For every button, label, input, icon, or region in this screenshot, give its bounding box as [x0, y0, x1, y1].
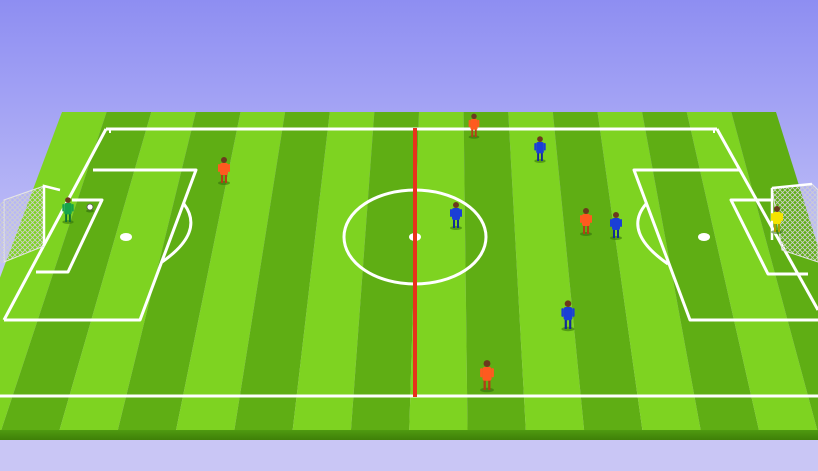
player-leg [541, 152, 543, 161]
player-body [482, 367, 491, 381]
player-arm [62, 204, 64, 212]
player-arm [469, 120, 471, 127]
player-body [452, 208, 460, 220]
pitch-front-edge [0, 430, 818, 440]
player-arm [620, 219, 622, 227]
player-head [613, 212, 619, 218]
bottom-band [0, 438, 818, 471]
player-shadow [480, 388, 494, 393]
player-leg [587, 225, 589, 234]
player-leg [65, 213, 67, 222]
player-body [564, 307, 573, 320]
player-leg [471, 129, 473, 137]
player-head [65, 197, 71, 203]
player-arm [580, 215, 582, 223]
player-head [471, 114, 476, 119]
player-shadow [610, 236, 622, 240]
player-head [565, 300, 572, 307]
penalty-spot-left [120, 233, 132, 241]
player-shadow [534, 159, 545, 163]
player-leg [778, 223, 780, 232]
player-leg [453, 219, 455, 228]
player-head [453, 202, 459, 208]
player-body [582, 214, 590, 226]
player-head [221, 157, 227, 163]
player-leg [225, 174, 227, 183]
player-leg [613, 229, 615, 238]
player-arm [534, 143, 536, 151]
player-body [220, 163, 228, 175]
ball-icon [87, 204, 93, 210]
player-leg [221, 174, 223, 183]
player-body [612, 218, 620, 230]
player-shadow [218, 181, 230, 185]
ball [86, 204, 94, 213]
player-arm [460, 209, 462, 217]
player-body [470, 119, 477, 130]
goal-net-left-side [0, 200, 4, 264]
player-leg [774, 223, 776, 232]
player-head [537, 136, 543, 142]
player-leg [617, 229, 619, 238]
player-shadow [450, 226, 462, 230]
player-arm [450, 209, 452, 217]
player-arm [478, 120, 480, 127]
player-leg [484, 380, 486, 390]
player-arm [590, 215, 592, 223]
player-leg [569, 319, 571, 329]
player-arm [561, 308, 563, 317]
player-arm [781, 213, 783, 221]
player-shadow [771, 230, 783, 234]
player-arm [228, 164, 230, 172]
player-shadow [561, 327, 574, 331]
player-leg [69, 213, 71, 222]
player-leg [537, 152, 539, 161]
player-body [773, 212, 781, 224]
player-body [64, 203, 72, 214]
player-arm [771, 213, 773, 221]
player-body [536, 142, 544, 153]
player-leg [488, 380, 490, 390]
player-arm [610, 219, 612, 227]
player-arm [480, 368, 482, 377]
player-leg [583, 225, 585, 234]
player-shadow [62, 220, 73, 224]
player-head [583, 208, 589, 214]
player-head [774, 206, 780, 212]
player-leg [457, 219, 459, 228]
penalty-spot-right [698, 233, 710, 241]
grass-stripes [0, 112, 818, 438]
player-shadow [469, 135, 480, 139]
player-arm [492, 368, 494, 377]
player-head [484, 360, 491, 367]
player-arm [572, 308, 574, 317]
player-leg [565, 319, 567, 329]
player-arm [72, 204, 74, 212]
player-shadow [580, 232, 592, 236]
player-arm [218, 164, 220, 172]
player-leg [475, 129, 477, 137]
player-arm [544, 143, 546, 151]
